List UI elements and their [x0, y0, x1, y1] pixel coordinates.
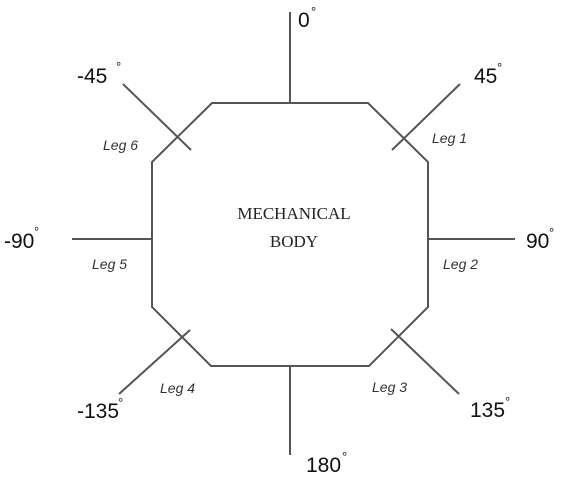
- angle-label-0: 0: [298, 9, 310, 32]
- body-label-line2: BODY: [270, 232, 318, 251]
- angle-degree-45: °: [497, 60, 502, 75]
- leg-label-1: Leg 1: [432, 130, 467, 146]
- leg-label-4: Leg 4: [160, 380, 195, 396]
- body-label-line1: MECHANICAL: [237, 204, 350, 223]
- angle-label-90: 90: [526, 230, 549, 253]
- leg-line-3: [390, 328, 460, 395]
- angle-degree-0: °: [311, 4, 316, 19]
- leg-line-6: [122, 83, 192, 151]
- angle-label-45: 45: [474, 65, 497, 88]
- leg-label-2: Leg 2: [443, 256, 478, 272]
- angle-degree-90: °: [549, 225, 554, 240]
- leg-line-4: [118, 329, 191, 395]
- angle-label-m90: -90: [4, 230, 34, 253]
- angle-degree-135: °: [505, 394, 510, 409]
- angle-label-m45: -45: [77, 65, 107, 88]
- leg-label-5: Leg 5: [92, 256, 127, 272]
- leg-label-3: Leg 3: [372, 379, 407, 395]
- angle-label-180: 180: [306, 454, 341, 477]
- angle-degree-m135: °: [118, 395, 123, 410]
- body-octagon: [151, 102, 429, 367]
- angle-label-m135: -135: [77, 400, 119, 423]
- angle-label-135: 135: [470, 399, 505, 422]
- leg-label-6: Leg 6: [103, 137, 138, 153]
- angle-degree-m45: °: [116, 59, 121, 74]
- angle-degree-180: °: [342, 449, 347, 464]
- angle-degree-m90: °: [34, 224, 39, 239]
- leg-line-1: [391, 83, 461, 151]
